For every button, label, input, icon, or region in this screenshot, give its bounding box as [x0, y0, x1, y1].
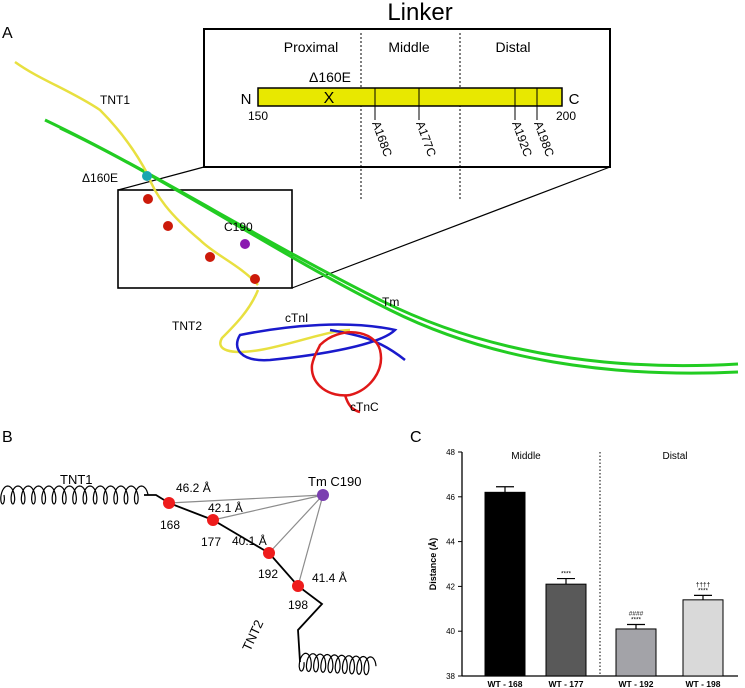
site-ticks: [374, 88, 538, 120]
bead-168: [143, 194, 153, 204]
panel-a-letter: A: [2, 25, 13, 42]
distance-lines: [168, 494, 324, 587]
region-label-distal: Distal: [662, 451, 687, 462]
tropomyosin-strand-2: [59, 126, 739, 375]
residue-bead-198: [292, 580, 304, 592]
distance-label-198: 41.4 Å: [312, 570, 347, 585]
tm-c190-bead: [317, 489, 329, 501]
residue-label-177: 177: [201, 535, 221, 549]
label-ctnc: cTnC: [350, 400, 379, 414]
significance-marker: ****: [698, 587, 709, 594]
distance-label-177: 42.1 Å: [208, 500, 243, 515]
ctnc-globule: [310, 331, 383, 397]
significance-marker: ####: [629, 610, 644, 617]
residue-label-168: 168: [160, 518, 180, 532]
label-b-tnt1: TNT1: [60, 472, 93, 487]
bead-192: [205, 252, 215, 262]
deletion-label: Δ160E: [309, 69, 351, 85]
zoom-box: [117, 189, 293, 289]
y-tick-label: 48: [446, 448, 455, 457]
linker-bar: [257, 87, 563, 107]
residue-end-label: 200: [556, 109, 576, 123]
residue-label-198: 198: [288, 598, 308, 612]
category-label: WT - 168: [488, 679, 523, 688]
linker-title: Linker: [387, 0, 452, 26]
y-tick-label: 42: [446, 582, 455, 591]
n-terminus-label: N: [241, 91, 252, 108]
category-label: WT - 192: [619, 679, 654, 688]
bead-d160e: [142, 171, 152, 181]
y-tick-label: 44: [446, 538, 455, 547]
label-ctni: cTnI: [285, 311, 308, 325]
region-distal: Distal: [495, 39, 530, 55]
bar: [682, 599, 724, 677]
distance-line-168: [168, 494, 324, 504]
bar: [545, 583, 587, 677]
panel-b-letter: B: [2, 429, 13, 446]
residue-bead-192: [263, 547, 275, 559]
residue-bead-177: [207, 514, 219, 526]
y-axis-label: Distance (Å): [428, 538, 438, 591]
region-label-middle: Middle: [511, 451, 541, 462]
ctni-helix: [235, 323, 398, 362]
y-tick-label: 40: [446, 627, 455, 636]
residue-start-label: 150: [248, 109, 268, 123]
troponin-c-model: [310, 331, 383, 414]
y-tick-label: 46: [446, 493, 455, 502]
significance-marker: ****: [631, 616, 642, 623]
beads: [142, 171, 260, 284]
category-label: WT - 198: [686, 679, 721, 688]
panel-c-letter: C: [410, 429, 422, 446]
significance-marker: ****: [561, 571, 572, 578]
c-terminus-label: C: [569, 91, 580, 108]
distance-label-192: 40.1 Å: [232, 533, 267, 548]
tnt2-coil: [298, 652, 377, 676]
label-c190: C190: [224, 220, 253, 234]
region-proximal: Proximal: [284, 39, 338, 55]
distance-line-177: [212, 494, 324, 521]
distance-label-168: 46.2 Å: [176, 480, 211, 495]
category-label: WT - 177: [549, 679, 584, 688]
troponin-i-model: [235, 323, 406, 362]
callout-line-right: [291, 166, 611, 289]
label-tm-c190: Tm C190: [308, 474, 361, 489]
y-tick-label: 38: [446, 672, 455, 681]
label-d160e: Δ160E: [82, 171, 118, 185]
bead-c190: [240, 239, 250, 249]
bar: [615, 628, 657, 677]
residue-bead-168: [163, 497, 175, 509]
tnt1-coil: [0, 485, 149, 505]
bead-198: [250, 274, 260, 284]
bar: [484, 491, 526, 677]
ctni-coil: [329, 328, 406, 361]
ctnc-tail: [343, 394, 361, 414]
bead-177: [163, 221, 173, 231]
significance-marker: ††††: [696, 581, 711, 588]
callout-line-left: [117, 166, 205, 191]
region-middle: Middle: [388, 39, 429, 55]
label-tnt2: TNT2: [172, 319, 202, 333]
deletion-mark: X: [324, 90, 335, 107]
label-tm: Tm: [382, 295, 399, 309]
tnt2-strand: [219, 289, 351, 354]
distance-line-192: [268, 494, 324, 554]
distance-line-198: [297, 494, 324, 587]
residue-label-192: 192: [258, 567, 278, 581]
label-tnt1: TNT1: [100, 93, 130, 107]
label-b-tnt2: TNT2: [239, 617, 266, 653]
